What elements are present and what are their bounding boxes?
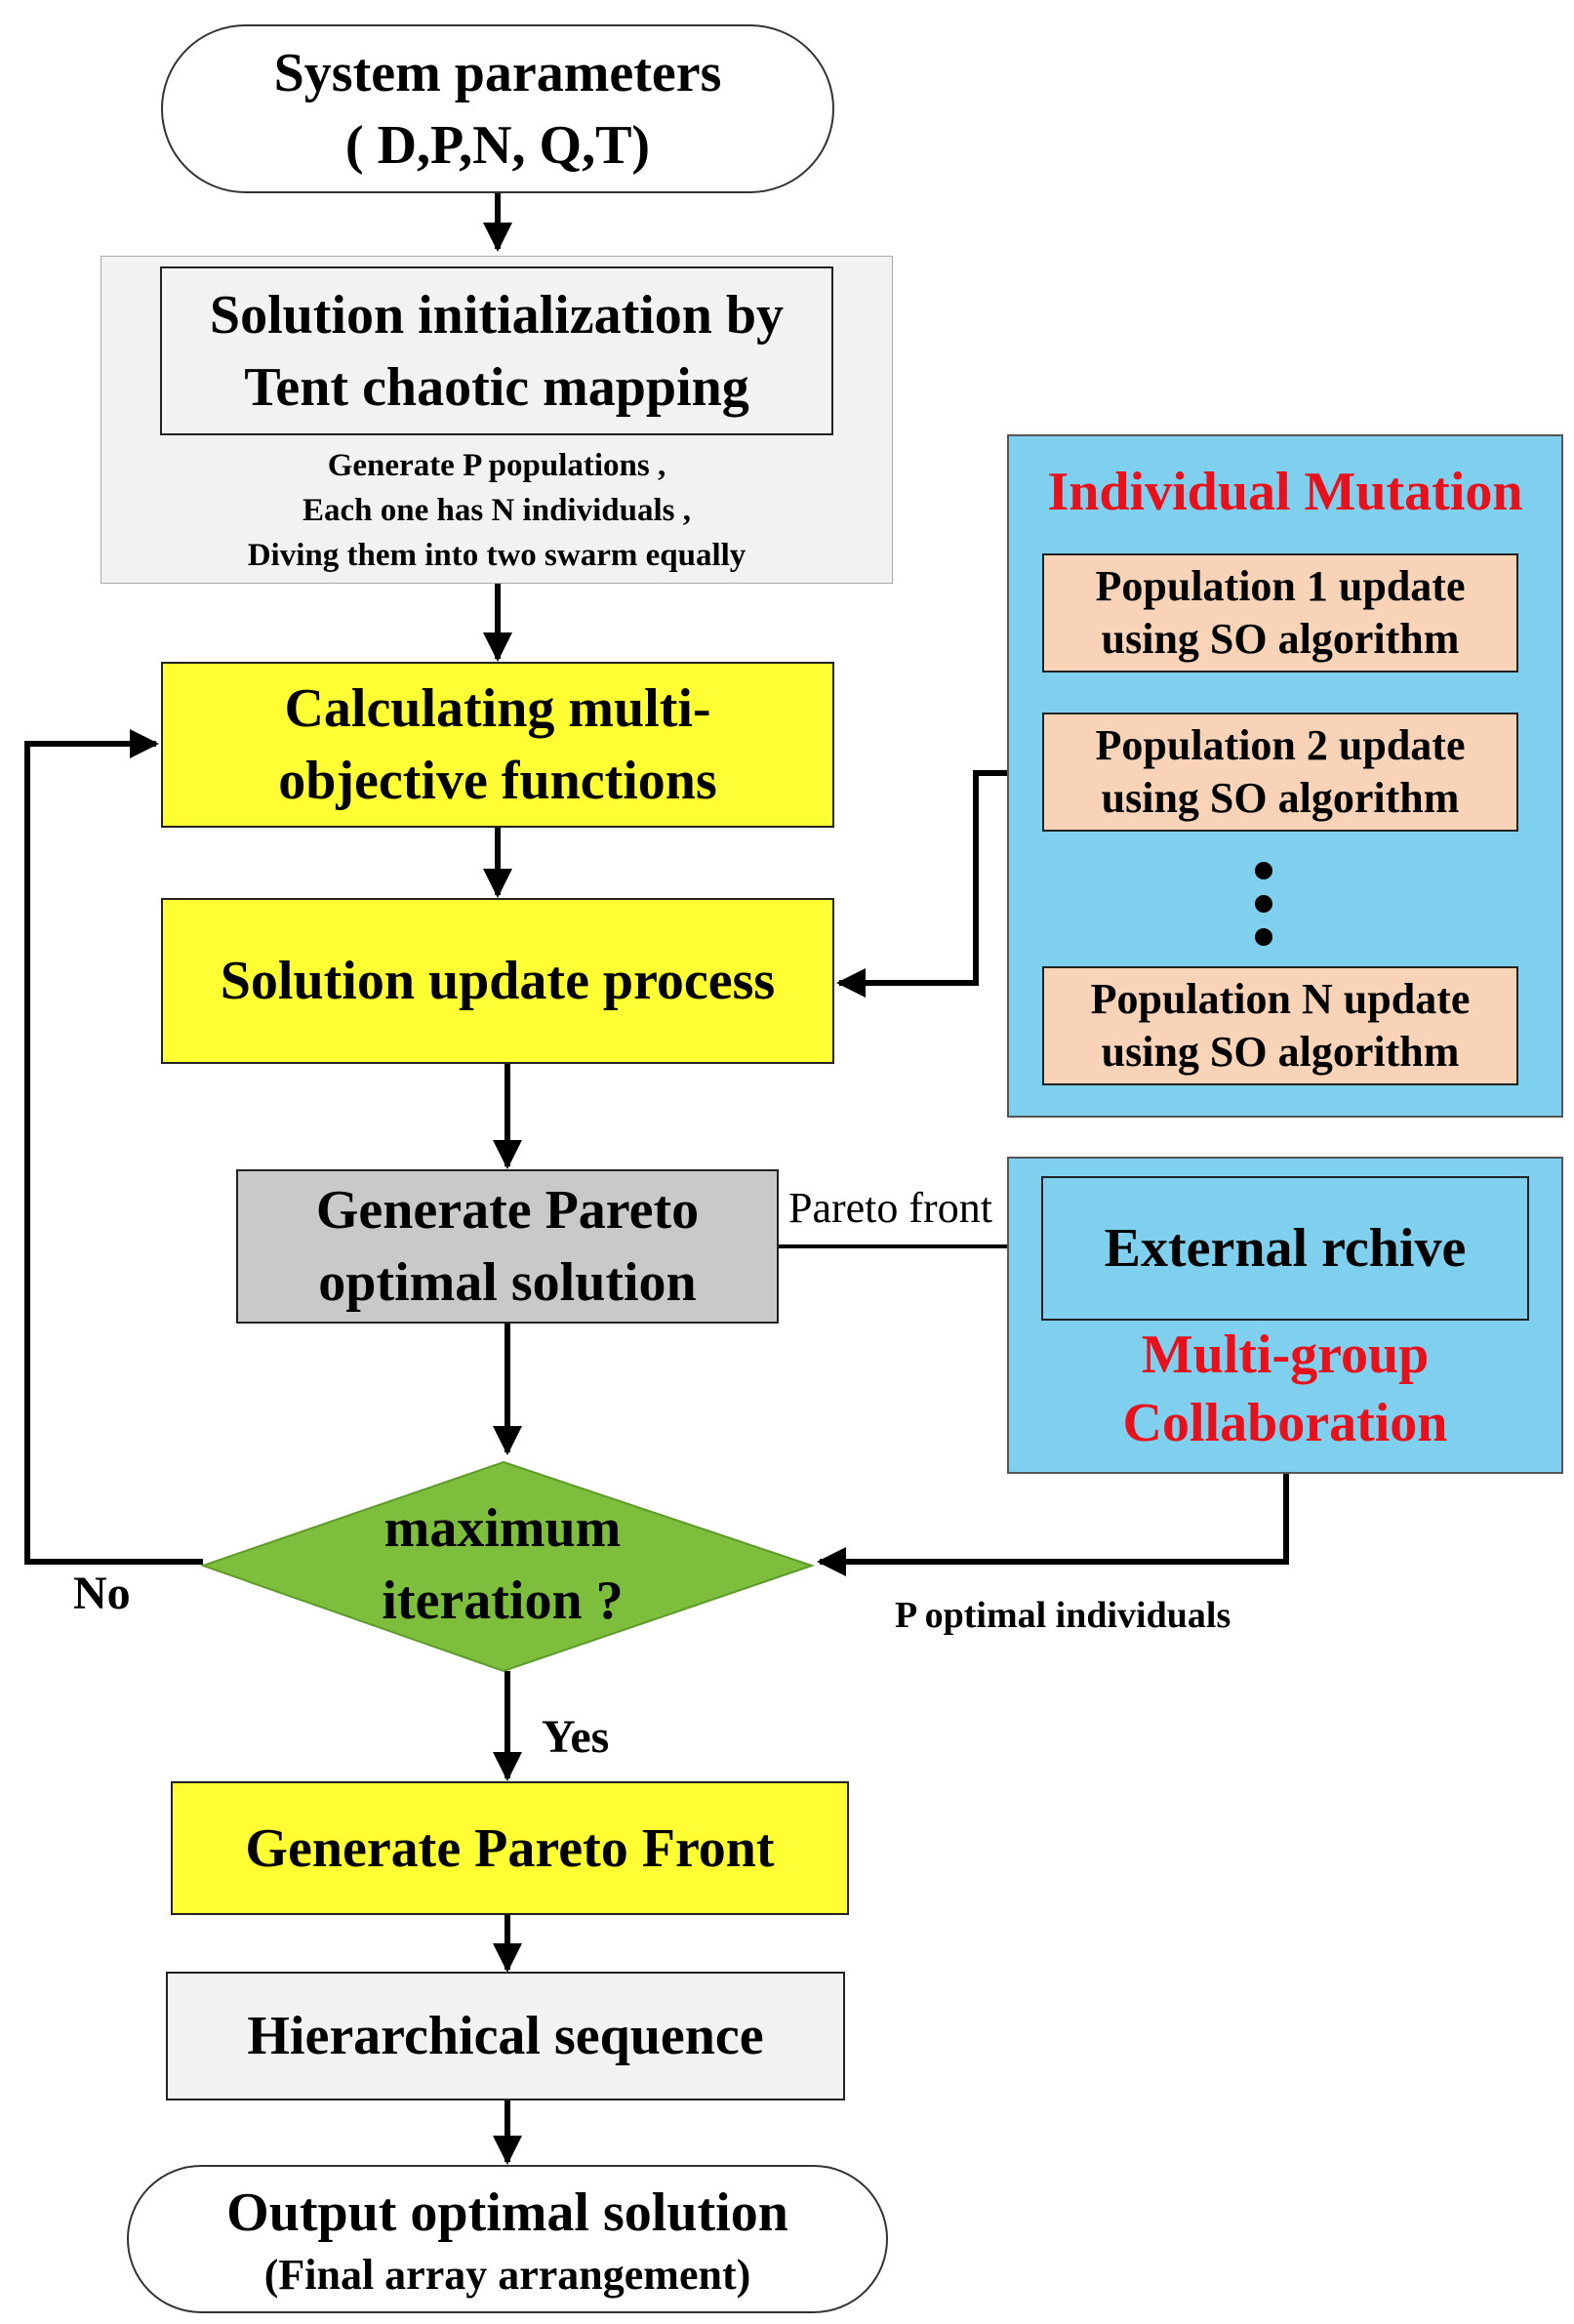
pop2-line2: using SO algorithm	[1101, 774, 1460, 822]
decision-line1: maximum	[383, 1498, 622, 1559]
init-desc-line3: Diving them into two swarm equally	[247, 538, 747, 573]
end-line2: (Final array arrangement)	[263, 2251, 751, 2299]
external-archive-box: External rchive	[1041, 1176, 1529, 1321]
init-desc-line2: Each one has N individuals ,	[303, 493, 691, 528]
start-terminal: System parameters ( D,P,N, Q,T)	[161, 24, 834, 193]
popn-line2: using SO algorithm	[1101, 1028, 1460, 1076]
pareto-generate-box: Generate Pareto optimal solution	[236, 1169, 779, 1324]
pareto-line2: optimal solution	[318, 1252, 697, 1313]
update-label: Solution update process	[220, 951, 776, 1011]
decision-diamond-shape	[199, 1460, 816, 1673]
start-line2: ( D,P,N, Q,T)	[344, 114, 651, 176]
arrow-mutation-to-update	[836, 770, 1007, 998]
arrow-archive-to-decision	[817, 1474, 1289, 1576]
front-label: Generate Pareto Front	[245, 1817, 775, 1879]
edge-label-pareto-front: Pareto front	[788, 1184, 992, 1232]
edge-label-p-optimal: P optimal individuals	[895, 1595, 1231, 1636]
calc-objectives-box: Calculating multi- objective functions	[161, 662, 834, 828]
pop1-line2: using SO algorithm	[1101, 615, 1460, 663]
init-title-box: Solution initialization by Tent chaotic …	[160, 266, 833, 435]
edge-label-no: No	[73, 1568, 131, 1619]
population-n-box: Population N update using SO algorithm	[1042, 966, 1518, 1085]
population-2-box: Population 2 update using SO algorithm	[1042, 713, 1518, 832]
init-title-line1: Solution initialization by	[209, 284, 785, 346]
init-title-line2: Tent chaotic mapping	[244, 356, 749, 418]
pareto-line1: Generate Pareto	[315, 1180, 700, 1241]
archive-caption-line1: Multi-group	[1141, 1325, 1430, 1385]
hier-label: Hierarchical sequence	[247, 2006, 764, 2066]
calc-line1: Calculating multi-	[284, 678, 711, 739]
arrow-no-loop	[24, 729, 203, 1565]
decision-text: maximum iteration ?	[322, 1491, 683, 1638]
decision-line2: iteration ?	[382, 1570, 624, 1631]
solution-update-box: Solution update process	[161, 898, 834, 1064]
init-container: Solution initialization by Tent chaotic …	[101, 256, 893, 584]
archive-caption-line2: Collaboration	[1122, 1393, 1448, 1453]
end-line1: Output optimal solution	[226, 2182, 788, 2243]
population-1-box: Population 1 update using SO algorithm	[1042, 553, 1518, 673]
ellipsis-dots	[1255, 862, 1272, 946]
collaboration-panel: External rchive Multi-group Collaboratio…	[1007, 1157, 1563, 1474]
end-terminal: Output optimal solution (Final array arr…	[127, 2165, 888, 2313]
archive-label: External rchive	[1104, 1218, 1467, 1279]
pop2-line1: Population 2 update	[1095, 721, 1466, 769]
hierarchical-box: Hierarchical sequence	[166, 1972, 845, 2100]
popn-line1: Population N update	[1090, 975, 1471, 1023]
pop1-line1: Population 1 update	[1095, 562, 1466, 610]
edge-label-yes: Yes	[542, 1711, 610, 1763]
init-desc-line1: Generate P populations ,	[327, 448, 666, 483]
start-line1: System parameters	[273, 42, 722, 103]
calc-line2: objective functions	[278, 751, 717, 811]
pareto-front-box: Generate Pareto Front	[171, 1781, 849, 1915]
mutation-title: Individual Mutation	[1047, 462, 1523, 522]
